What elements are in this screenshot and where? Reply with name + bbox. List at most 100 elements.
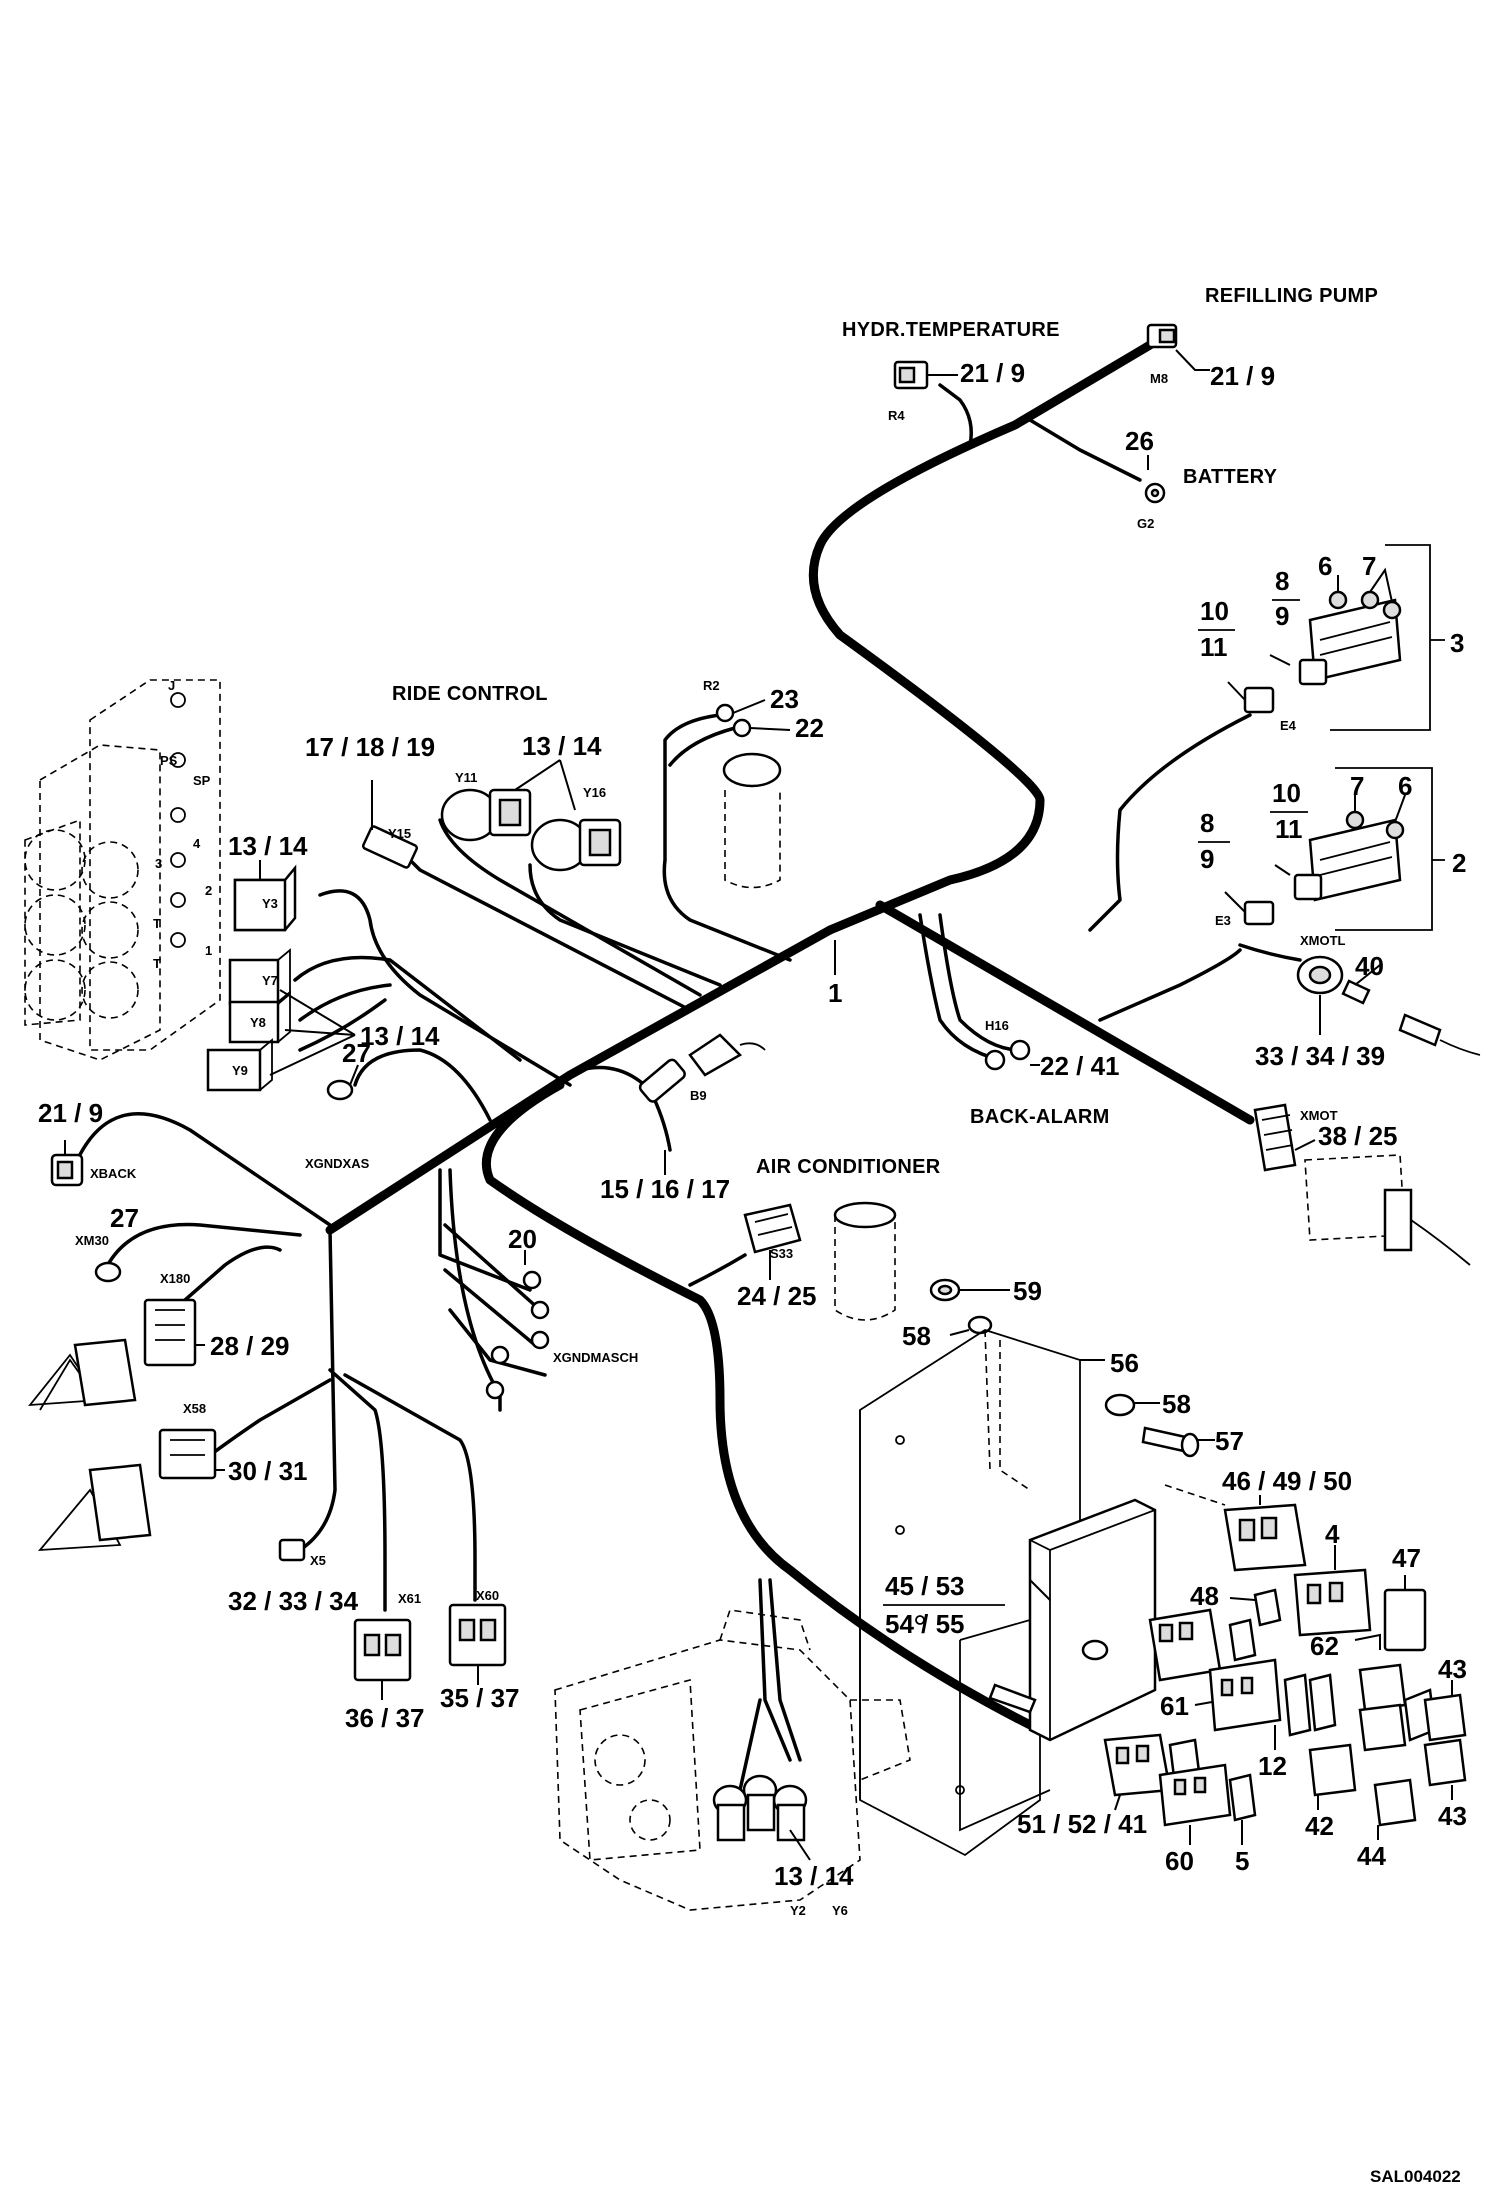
s33-connector [743,1201,897,1321]
relay-44 [1373,1778,1417,1840]
callout-9-top: 9 [1275,601,1289,631]
ride-control-label: RIDE CONTROL [392,683,548,705]
block-t-b: T [153,956,161,971]
callout-40: 40 [1355,951,1384,981]
callout-12: 12 [1258,1751,1287,1781]
y7-solenoid [228,948,291,1006]
relay-stack-right [1358,1663,1467,1800]
callout-51-52-41: 51 / 52 / 41 [1017,1809,1147,1839]
block-t-a: T [153,916,161,931]
x5-connector [278,1538,306,1562]
callout-61: 61 [1160,1691,1189,1721]
back-alarm-label: BACK-ALARM [970,1106,1110,1128]
callout-17-18-19: 17 / 18 / 19 [305,732,435,762]
washer-58-b [1104,1393,1160,1417]
ref-y3: Y3 [262,896,278,911]
ref-e4: E4 [1280,718,1297,733]
ground-lug-27-top [326,1064,359,1101]
ref-y7: Y7 [262,973,278,988]
callout-33-34-39: 33 / 34 / 39 [1255,1041,1385,1071]
block-3: 3 [155,856,162,871]
callout-42: 42 [1305,1811,1334,1841]
fuse-socket-lower [1103,1733,1257,1845]
ref-g2: G2 [1137,516,1154,531]
callout-11-top: 11 [1200,632,1228,662]
callout-9-mid: 9 [1200,844,1214,874]
ref-xgndxas: XGNDXAS [305,1156,370,1171]
callout-8-mid: 8 [1200,808,1214,838]
lamp-panel-e3 [1224,767,1445,931]
ref-y15: Y15 [388,826,411,841]
callout-56: 56 [1110,1348,1139,1378]
fuse-box-housing [959,1498,1157,1832]
bolt-57 [1141,1426,1215,1458]
transmission-assembly [554,1609,911,1911]
washer-58-a [949,1315,993,1336]
ref-m8: M8 [1150,371,1168,386]
block-1: 1 [205,943,212,958]
callout-44: 44 [1357,1841,1386,1871]
relay-4 [1293,1545,1372,1637]
fuse-socket-cluster [1148,1608,1337,1750]
callout-62: 62 [1310,1631,1339,1661]
callout-35-37: 35 / 37 [440,1683,520,1713]
callout-57: 57 [1215,1426,1244,1456]
callout-23: 23 [770,684,799,714]
ref-x58: X58 [183,1401,206,1416]
ref-xmot: XMOT [1300,1108,1338,1123]
callout-47: 47 [1392,1543,1421,1573]
battery-label: BATTERY [1183,466,1278,488]
callout-54-55: 54 / 55 [885,1609,965,1639]
clip-48 [1229,1588,1282,1627]
callout-32-33-34: 32 / 33 / 34 [228,1586,359,1616]
callout-2: 2 [1452,848,1466,878]
y9-solenoid [206,1038,273,1092]
r2-sensor [715,699,791,889]
callout-60: 60 [1165,1846,1194,1876]
callout-26: 26 [1125,426,1154,456]
hydr-temperature-label: HYDR.TEMPERATURE [842,319,1060,341]
callout-11-mid: 11 [1275,814,1303,844]
ref-y16: Y16 [583,785,606,800]
callout-58-a: 58 [902,1321,931,1351]
refilling-pump-connector [1146,323,1210,371]
ref-y8: Y8 [250,1015,266,1030]
callout-48: 48 [1190,1581,1219,1611]
callout-3: 3 [1450,628,1464,658]
ref-y11: Y11 [455,770,477,785]
x60-connector [448,1603,507,1685]
hydr-temperature-connector [893,360,958,390]
y15-connector [362,780,418,869]
relay-42 [1308,1743,1357,1810]
block-j: J [168,678,175,693]
ref-s33: S33 [770,1246,793,1261]
ref-e3: E3 [1215,913,1231,928]
callout-21-9-refill: 21 / 9 [1210,361,1275,391]
x58-connector [37,1428,225,1552]
ground-lug-27-left [94,1261,122,1283]
back-alarm-lugs [984,1039,1040,1071]
callout-22: 22 [795,713,824,743]
callout-21-9-left: 21 / 9 [38,1098,103,1128]
ref-xm30: XM30 [75,1233,109,1248]
callout-28-29: 28 / 29 [210,1331,290,1361]
y3-solenoid [233,864,297,932]
ref-x61: X61 [398,1591,421,1606]
callout-21-9-hydr: 21 / 9 [960,358,1025,388]
callout-13-14-bottom: 13 / 14 [774,1861,854,1891]
main-harness [325,340,1255,1735]
ref-x180: X180 [160,1271,190,1286]
relay-socket-46-49-50 [1164,1484,1307,1572]
callout-27-left: 27 [110,1203,139,1233]
callout-24-25: 24 / 25 [737,1281,817,1311]
xmot-connector [1253,1103,1471,1266]
callout-30-31: 30 / 31 [228,1456,308,1486]
ref-x60: X60 [476,1588,499,1603]
battery-ground-lug [1144,455,1166,504]
callout-6-mid: 6 [1398,771,1412,801]
y11-solenoid [440,788,532,842]
ref-r2: R2 [703,678,720,693]
air-conditioner-label: AIR CONDITIONER [756,1156,941,1178]
ref-xmotl: XMOTL [1300,933,1346,948]
block-ps: PS [160,753,178,768]
